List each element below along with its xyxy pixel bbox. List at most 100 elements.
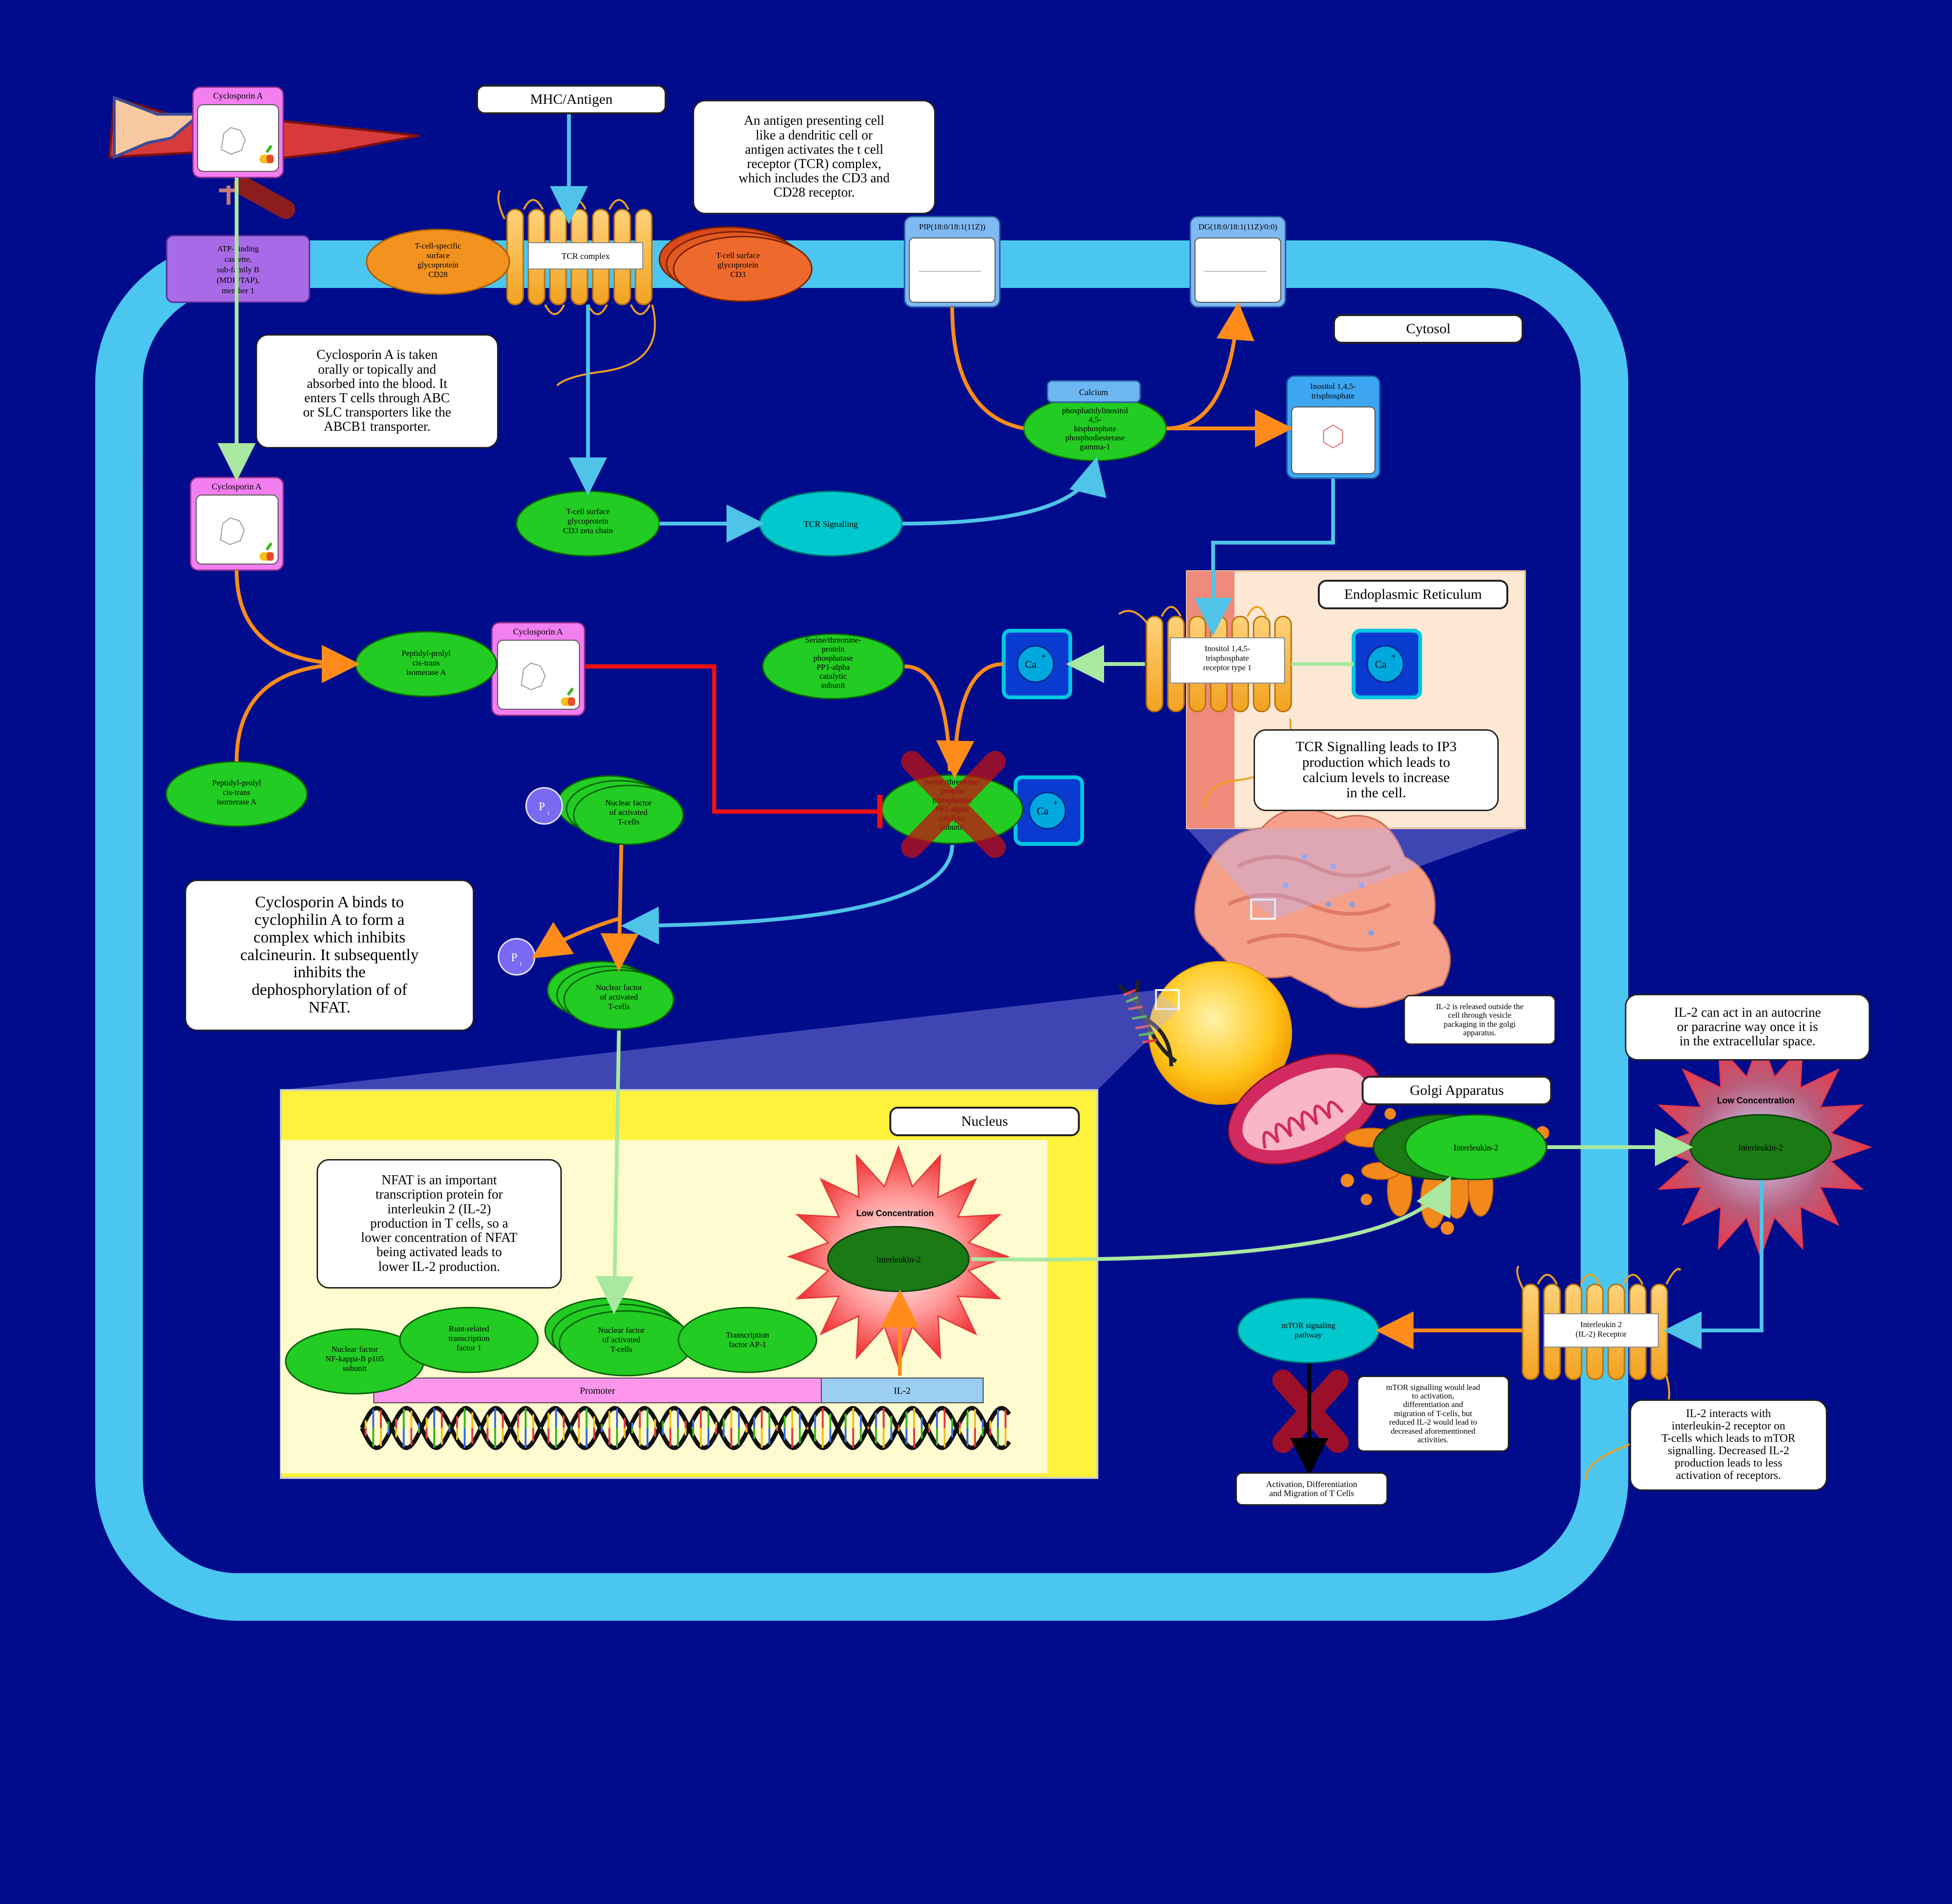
il2-receptor[interactable]: Interleukin 2(IL-2) Receptor xyxy=(1516,1265,1682,1481)
calcium-label: Calcium xyxy=(1079,387,1108,397)
nucleus-organelle xyxy=(1117,961,1292,1105)
apc-note: An antigen presenting cell like a dendri… xyxy=(693,100,936,214)
mtor-effect-note: mTOR signalling would lead to activation… xyxy=(1357,1376,1509,1452)
il2-receptor-note: IL-2 interacts with interleukin-2 recept… xyxy=(1630,1399,1827,1491)
il2-gene-label: IL-2 xyxy=(894,1386,911,1396)
svg-text:Ca: Ca xyxy=(1037,805,1049,817)
calcium-tag: Calcium xyxy=(1046,380,1141,403)
interleukin-2-label: Interleukin-2 xyxy=(1454,1143,1498,1152)
golgi-title: Golgi Apparatus xyxy=(1362,1076,1552,1105)
il2-release-note: IL-2 is released outside the cell throug… xyxy=(1404,995,1556,1045)
cyclosporin-a-card-complex[interactable]: Cyclosporin A xyxy=(491,622,586,716)
interleukin-2-extracellular[interactable]: Interleukin-2 xyxy=(1689,1114,1832,1180)
svg-text:i: i xyxy=(548,810,549,817)
calcium-ion-icon: Ca + xyxy=(1352,629,1422,699)
cyclosporin-a-card-middle[interactable]: Cyclosporin A xyxy=(189,476,284,571)
tcr-complex-label: TCR complex xyxy=(561,251,610,261)
pip-lipid-card[interactable]: PIP(18:0/18:1(11Z)) xyxy=(904,216,1001,308)
ip3-label: Inositol 1,4,5-trisphosphate xyxy=(1310,382,1356,400)
promoter-label: Promoter xyxy=(580,1386,616,1396)
nucleus-zoom-wedge xyxy=(281,990,1179,1090)
phosphate-icon: P i xyxy=(525,787,563,825)
calcineurin-node[interactable]: Serine/threonine-proteinphosphatasePP1-a… xyxy=(881,751,1024,858)
svg-text:Low Concentration: Low Concentration xyxy=(1717,1096,1795,1105)
pill-icon xyxy=(259,542,274,561)
nfat-il2-note: NFAT is an important transcription prote… xyxy=(317,1159,562,1289)
dg-label: DG(18:0/18:1(11Z)/0:0) xyxy=(1198,222,1277,231)
interleukin-2-golgi[interactable]: Interleukin-2 xyxy=(1373,1114,1547,1180)
svg-text:Low Concentration: Low Concentration xyxy=(856,1209,934,1218)
il2-gene-region: IL-2 xyxy=(821,1378,984,1403)
cytosol-title: Cytosol xyxy=(1333,314,1524,344)
cyclosporin-a-label: Cyclosporin A xyxy=(212,482,262,491)
promoter-region: Promoter xyxy=(373,1378,822,1403)
tcr-ip3-note: TCR Signalling leads to IP3 production w… xyxy=(1254,729,1499,811)
cyclophilin-note: Cyclosporin A binds to cyclophilin A to … xyxy=(185,880,474,1031)
svg-text:i: i xyxy=(520,961,522,968)
svg-text:P: P xyxy=(511,952,517,964)
dg-lipid-card[interactable]: DG(18:0/18:1(11Z)/0:0) xyxy=(1189,216,1286,308)
tcr-signalling-node[interactable]: TCR Signalling xyxy=(758,490,903,557)
er-zoom-wedge xyxy=(1187,828,1525,919)
pill-icon xyxy=(561,687,575,706)
il2r-label: Interleukin 2(IL-2) Receptor xyxy=(1575,1320,1626,1339)
cyclosporin-a-label: Cyclosporin A xyxy=(513,627,563,636)
mitochondrion-illustration xyxy=(1227,1053,1382,1165)
svg-text:Ca: Ca xyxy=(1025,658,1037,670)
interleukin-2-node[interactable]: Interleukin-2 xyxy=(827,1226,970,1292)
er-title: Endoplasmic Reticulum xyxy=(1318,580,1508,609)
svg-text:+: + xyxy=(1053,798,1058,808)
interleukin-2-label: Interleukin-2 xyxy=(876,1255,921,1264)
svg-text:+: + xyxy=(1391,651,1396,662)
ip3-card[interactable]: Inositol 1,4,5-trisphosphate xyxy=(1286,375,1381,479)
tcr-complex-receptor[interactable]: TCR complex xyxy=(497,190,656,387)
pip-label: PIP(18:0/18:1(11Z)) xyxy=(919,222,985,231)
svg-text:+: + xyxy=(1041,651,1046,662)
cyclosporin-uptake-note: Cyclosporin A is taken orally or topical… xyxy=(256,334,498,448)
er-organelle-illustration xyxy=(1194,808,1451,1009)
svg-text:P: P xyxy=(538,801,545,813)
arrow-connectors xyxy=(218,112,1763,1376)
phosphate-icon: P i xyxy=(498,938,536,976)
cyclosporin-a-card-top[interactable]: Cyclosporin A xyxy=(192,86,284,178)
nucleus-title: Nucleus xyxy=(889,1107,1080,1136)
il2-autocrine-note: IL-2 can act in an autocrine or paracrin… xyxy=(1625,994,1870,1061)
calcium-ion-icon: Ca + xyxy=(1002,629,1072,699)
svg-text:Ca: Ca xyxy=(1375,658,1387,670)
interleukin-2-label: Interleukin-2 xyxy=(1738,1143,1783,1152)
activation-outcome[interactable]: Activation, Differentiation and Migratio… xyxy=(1235,1472,1388,1506)
inhibited-cross-icon xyxy=(901,751,1006,858)
pill-icon xyxy=(259,145,274,163)
tcr-signalling-label: TCR Signalling xyxy=(804,519,858,529)
cell-membrane xyxy=(95,240,1628,1621)
mhc-antigen-title: MHC/Antigen xyxy=(476,85,667,114)
